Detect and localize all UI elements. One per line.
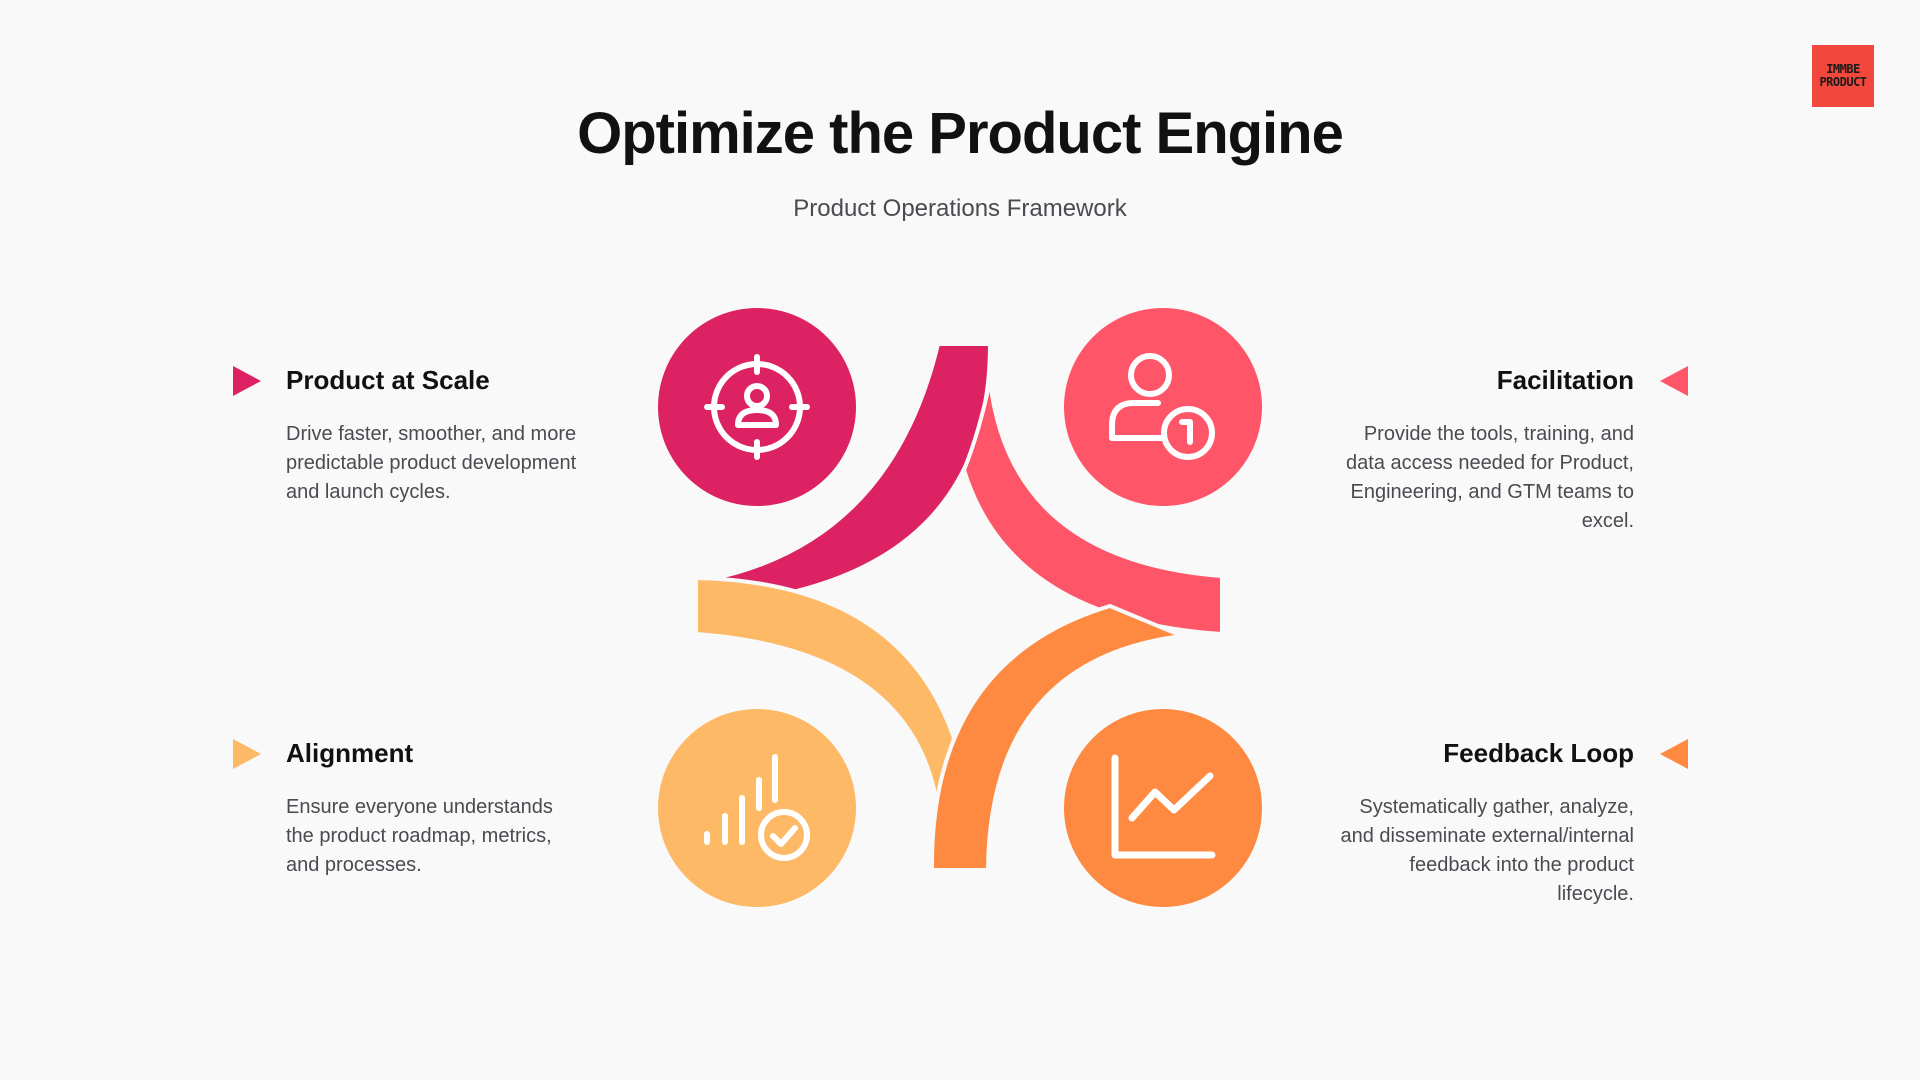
pillar-description: Provide the tools, training, and data ac… xyxy=(1346,423,1634,532)
pillar-title: Alignment xyxy=(286,738,414,768)
target-user-icon xyxy=(704,354,810,460)
brand-logo: IMMBE PRODUCT xyxy=(1812,45,1874,107)
pillar-product-at-scale: Product at Scale Drive faster, smoother,… xyxy=(286,365,586,507)
user-clock-icon xyxy=(1109,353,1215,460)
pillar-description: Ensure everyone understands the product … xyxy=(286,796,553,876)
line-chart-icon xyxy=(1111,754,1216,859)
pillar-feedback-loop: Feedback Loop Systematically gather, ana… xyxy=(1334,738,1634,909)
circle-feedback-loop xyxy=(1064,709,1262,907)
marker-alignment xyxy=(233,739,261,769)
arc-feedback-loop xyxy=(929,603,1190,872)
pillar-alignment: Alignment Ensure everyone understands th… xyxy=(286,738,586,880)
pillar-title: Product at Scale xyxy=(286,365,490,395)
pillar-facilitation: Facilitation Provide the tools, training… xyxy=(1334,365,1634,536)
bars-check-icon xyxy=(704,754,810,861)
pillar-description: Systematically gather, analyze, and diss… xyxy=(1340,796,1634,905)
page-subtitle: Product Operations Framework xyxy=(793,195,1127,222)
marker-product-at-scale xyxy=(233,366,261,396)
logo-line-1: IMMBE xyxy=(1826,62,1860,76)
pillar-title: Facilitation xyxy=(1496,365,1634,395)
marker-facilitation xyxy=(1660,366,1688,396)
pillar-title: Feedback Loop xyxy=(1443,738,1634,768)
page-title: Optimize the Product Engine xyxy=(577,101,1344,166)
logo-line-2: PRODUCT xyxy=(1819,75,1867,89)
circle-facilitation xyxy=(1064,308,1262,506)
pillar-description: Drive faster, smoother, and more predict… xyxy=(286,423,577,503)
marker-feedback-loop xyxy=(1660,739,1688,769)
